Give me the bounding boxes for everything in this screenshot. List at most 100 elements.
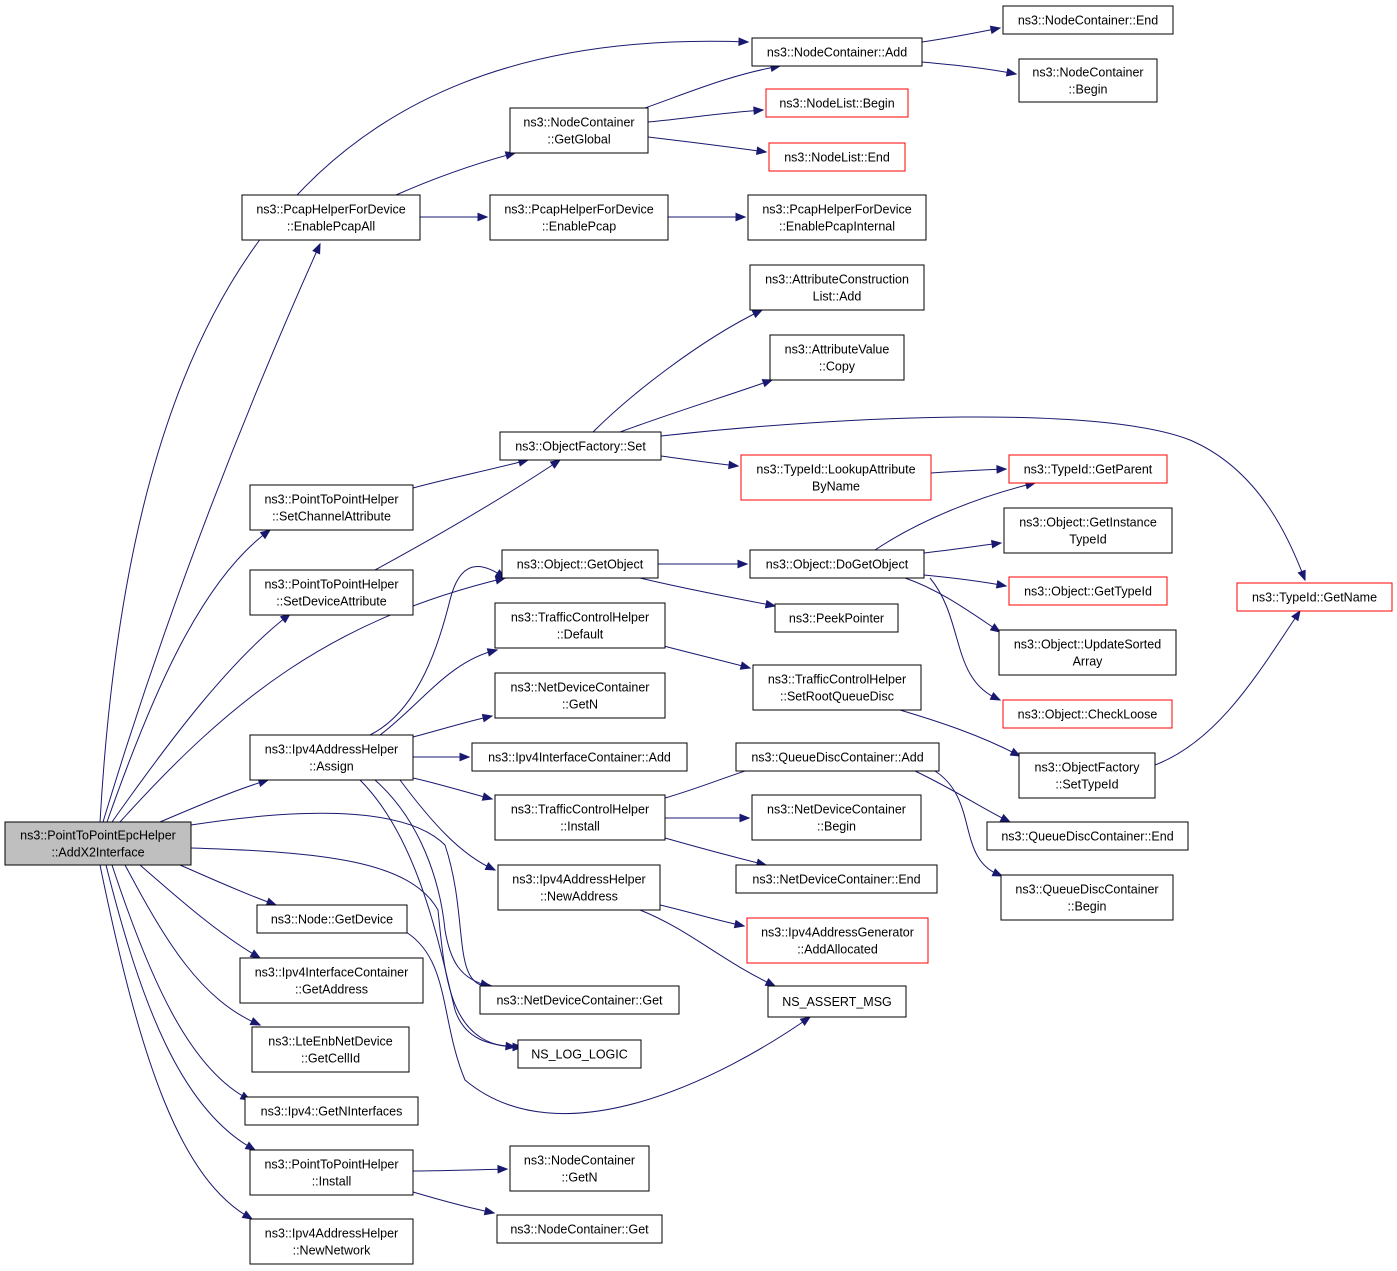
node-label: ns3::Ipv4AddressHelper [265,743,398,757]
node-qdcEnd[interactable]: ns3::QueueDiscContainer::End [986,821,1189,851]
node-box [735,742,940,772]
node-ncGlobal[interactable]: ns3::NodeContainer::GetGlobal [509,107,649,154]
node-box [494,672,666,719]
node-ipv4NInt[interactable]: ns3::Ipv4::GetNInterfaces [244,1096,419,1126]
node-box [752,664,922,711]
node-label: ns3::Node::GetDevice [271,913,393,927]
node-box [249,569,414,616]
node-objDoGet[interactable]: ns3::Object::DoGetObject [749,549,925,579]
node-pcap[interactable]: ns3::PcapHelperForDevice::EnablePcap [489,194,669,241]
edge-tchRoot-to-ofType [899,709,1022,757]
node-ipv4New[interactable]: ns3::Ipv4AddressHelper::NewAddress [497,864,661,911]
node-logLogic[interactable]: NS_LOG_LOGIC [517,1039,642,1069]
node-label: ns3::PointToPointHelper [264,1158,398,1172]
node-label: ns3::PointToPointHelper [264,493,398,507]
node-label: ::SetChannelAttribute [272,510,391,524]
node-ndcGet[interactable]: ns3::NetDeviceContainer::Get [479,985,680,1015]
node-label: ns3::Object::DoGetObject [766,558,909,572]
node-lteCell[interactable]: ns3::LteEnbNetDevice::GetCellId [251,1026,410,1073]
edge-ncGlobal-to-ncAdd [644,63,782,109]
node-label: ns3::NodeContainer [523,116,634,130]
node-pcapAll[interactable]: ns3::PcapHelperForDevice::EnablePcapAll [241,194,421,241]
node-label: ns3::Object::UpdateSorted [1014,638,1161,652]
edge-pcap-to-pcapInt [668,212,747,222]
node-box [1002,699,1173,729]
node-ofSet[interactable]: ns3::ObjectFactory::Set [499,431,662,461]
node-p2pChan[interactable]: ns3::PointToPointHelper::SetChannelAttri… [249,484,414,531]
node-assertMsg[interactable]: NS_ASSERT_MSG [767,985,907,1018]
node-label: ::Install [312,1175,352,1189]
node-label: ::Assign [309,760,354,774]
arrowhead [738,37,750,47]
edge-ofSet-to-aclAdd [592,309,764,433]
node-label: ::GetN [561,1171,597,1185]
node-ncBegin[interactable]: ns3::NodeContainer::Begin [1018,58,1158,103]
node-p2pDev[interactable]: ns3::PointToPointHelper::SetDeviceAttrib… [249,569,414,616]
node-ndcBegin[interactable]: ns3::NetDeviceContainer::Begin [751,794,922,841]
node-nlBegin[interactable]: ns3::NodeList::Begin [765,88,909,118]
node-nlEnd[interactable]: ns3::NodeList::End [768,142,906,172]
node-ndcEnd[interactable]: ns3::NetDeviceContainer::End [735,864,938,894]
node-label: ::SetDeviceAttribute [276,595,387,609]
node-label: ns3::Ipv4AddressGenerator [761,926,914,940]
arrowhead [483,1206,496,1216]
node-avCopy[interactable]: ns3::AttributeValue::Copy [769,334,905,381]
node-ncGetN[interactable]: ns3::NodeContainer::GetN [509,1145,650,1192]
arrowhead [259,529,272,540]
node-label: ns3::QueueDiscContainer::End [1001,830,1173,844]
edge-ofType-to-tidName [1154,609,1301,766]
node-tchRoot[interactable]: ns3::TrafficControlHelper::SetRootQueueD… [752,664,922,711]
node-box [497,864,661,911]
arrowhead [481,713,494,723]
arrowhead [764,599,777,609]
node-label: ::EnablePcapInternal [779,220,895,234]
node-ipv4Alloc[interactable]: ns3::Ipv4AddressGenerator::AddAllocated [746,917,929,964]
node-tchInst[interactable]: ns3::TrafficControlHelper::Install [494,794,666,841]
node-tidParent[interactable]: ns3::TypeId::GetParent [1008,454,1168,484]
edge-ncAdd-to-ncEnd [921,25,1002,43]
node-ncAdd[interactable]: ns3::NodeContainer::Add [751,37,923,67]
node-ncEnd[interactable]: ns3::NodeContainer::End [1002,5,1174,35]
node-iicGet[interactable]: ns3::Ipv4InterfaceContainer::GetAddress [239,957,424,1004]
node-tidName[interactable]: ns3::TypeId::GetName [1236,582,1393,612]
edge-root-to-logLogic [190,847,524,1052]
node-label: ns3::Object::GetObject [517,558,644,572]
node-box [768,142,906,172]
node-label: ns3::NetDeviceContainer::Get [496,994,663,1008]
node-objGet[interactable]: ns3::Object::GetObject [501,549,659,579]
edge-ipv4Assign-to-logLogic [359,779,517,1051]
node-tchDef[interactable]: ns3::TrafficControlHelper::Default [494,602,666,649]
edge-tchInst-to-ndcBegin [665,813,751,823]
node-objType[interactable]: ns3::Object::GetTypeId [1008,576,1168,606]
node-root[interactable]: ns3::PointToPointEpcHelper::AddX2Interfa… [4,821,192,866]
node-label: ns3::ObjectFactory [1035,761,1141,775]
node-peek[interactable]: ns3::PeekPointer [774,603,899,633]
node-qdcAdd[interactable]: ns3::QueueDiscContainer::Add [735,742,940,772]
node-ncGet[interactable]: ns3::NodeContainer::Get [496,1214,663,1244]
node-ipv4NNet[interactable]: ns3::Ipv4AddressHelper::NewNetwork [249,1218,414,1265]
node-qdcBegin[interactable]: ns3::QueueDiscContainer::Begin [1000,874,1174,921]
node-p2pInst[interactable]: ns3::PointToPointHelper::Install [249,1149,414,1196]
node-pcapInt[interactable]: ns3::PcapHelperForDevice::EnablePcapInte… [747,194,927,241]
node-ipv4Assign[interactable]: ns3::Ipv4AddressHelper::Assign [249,734,414,781]
node-ofType[interactable]: ns3::ObjectFactory::SetTypeId [1018,752,1156,799]
node-label: ns3::NetDeviceContainer::End [752,873,920,887]
node-box [471,742,688,772]
node-iicAdd[interactable]: ns3::Ipv4InterfaceContainer::Add [471,742,688,772]
node-objCheck[interactable]: ns3::Object::CheckLoose [1002,699,1173,729]
node-nodeDev[interactable]: ns3::Node::GetDevice [256,904,408,934]
node-label: ns3::Ipv4AddressHelper [512,873,645,887]
arrowhead [739,661,752,670]
node-label: ::GetAddress [295,983,368,997]
node-box [249,734,414,781]
edge-ncGlobal-to-nlEnd [647,136,768,156]
arrowhead [755,146,768,156]
arrowhead [477,212,489,222]
edge-ipv4Assign-to-ipv4New [399,779,497,871]
node-label: ns3::Object::CheckLoose [1018,708,1158,722]
node-ndcGetN[interactable]: ns3::NetDeviceContainer::GetN [494,672,666,719]
